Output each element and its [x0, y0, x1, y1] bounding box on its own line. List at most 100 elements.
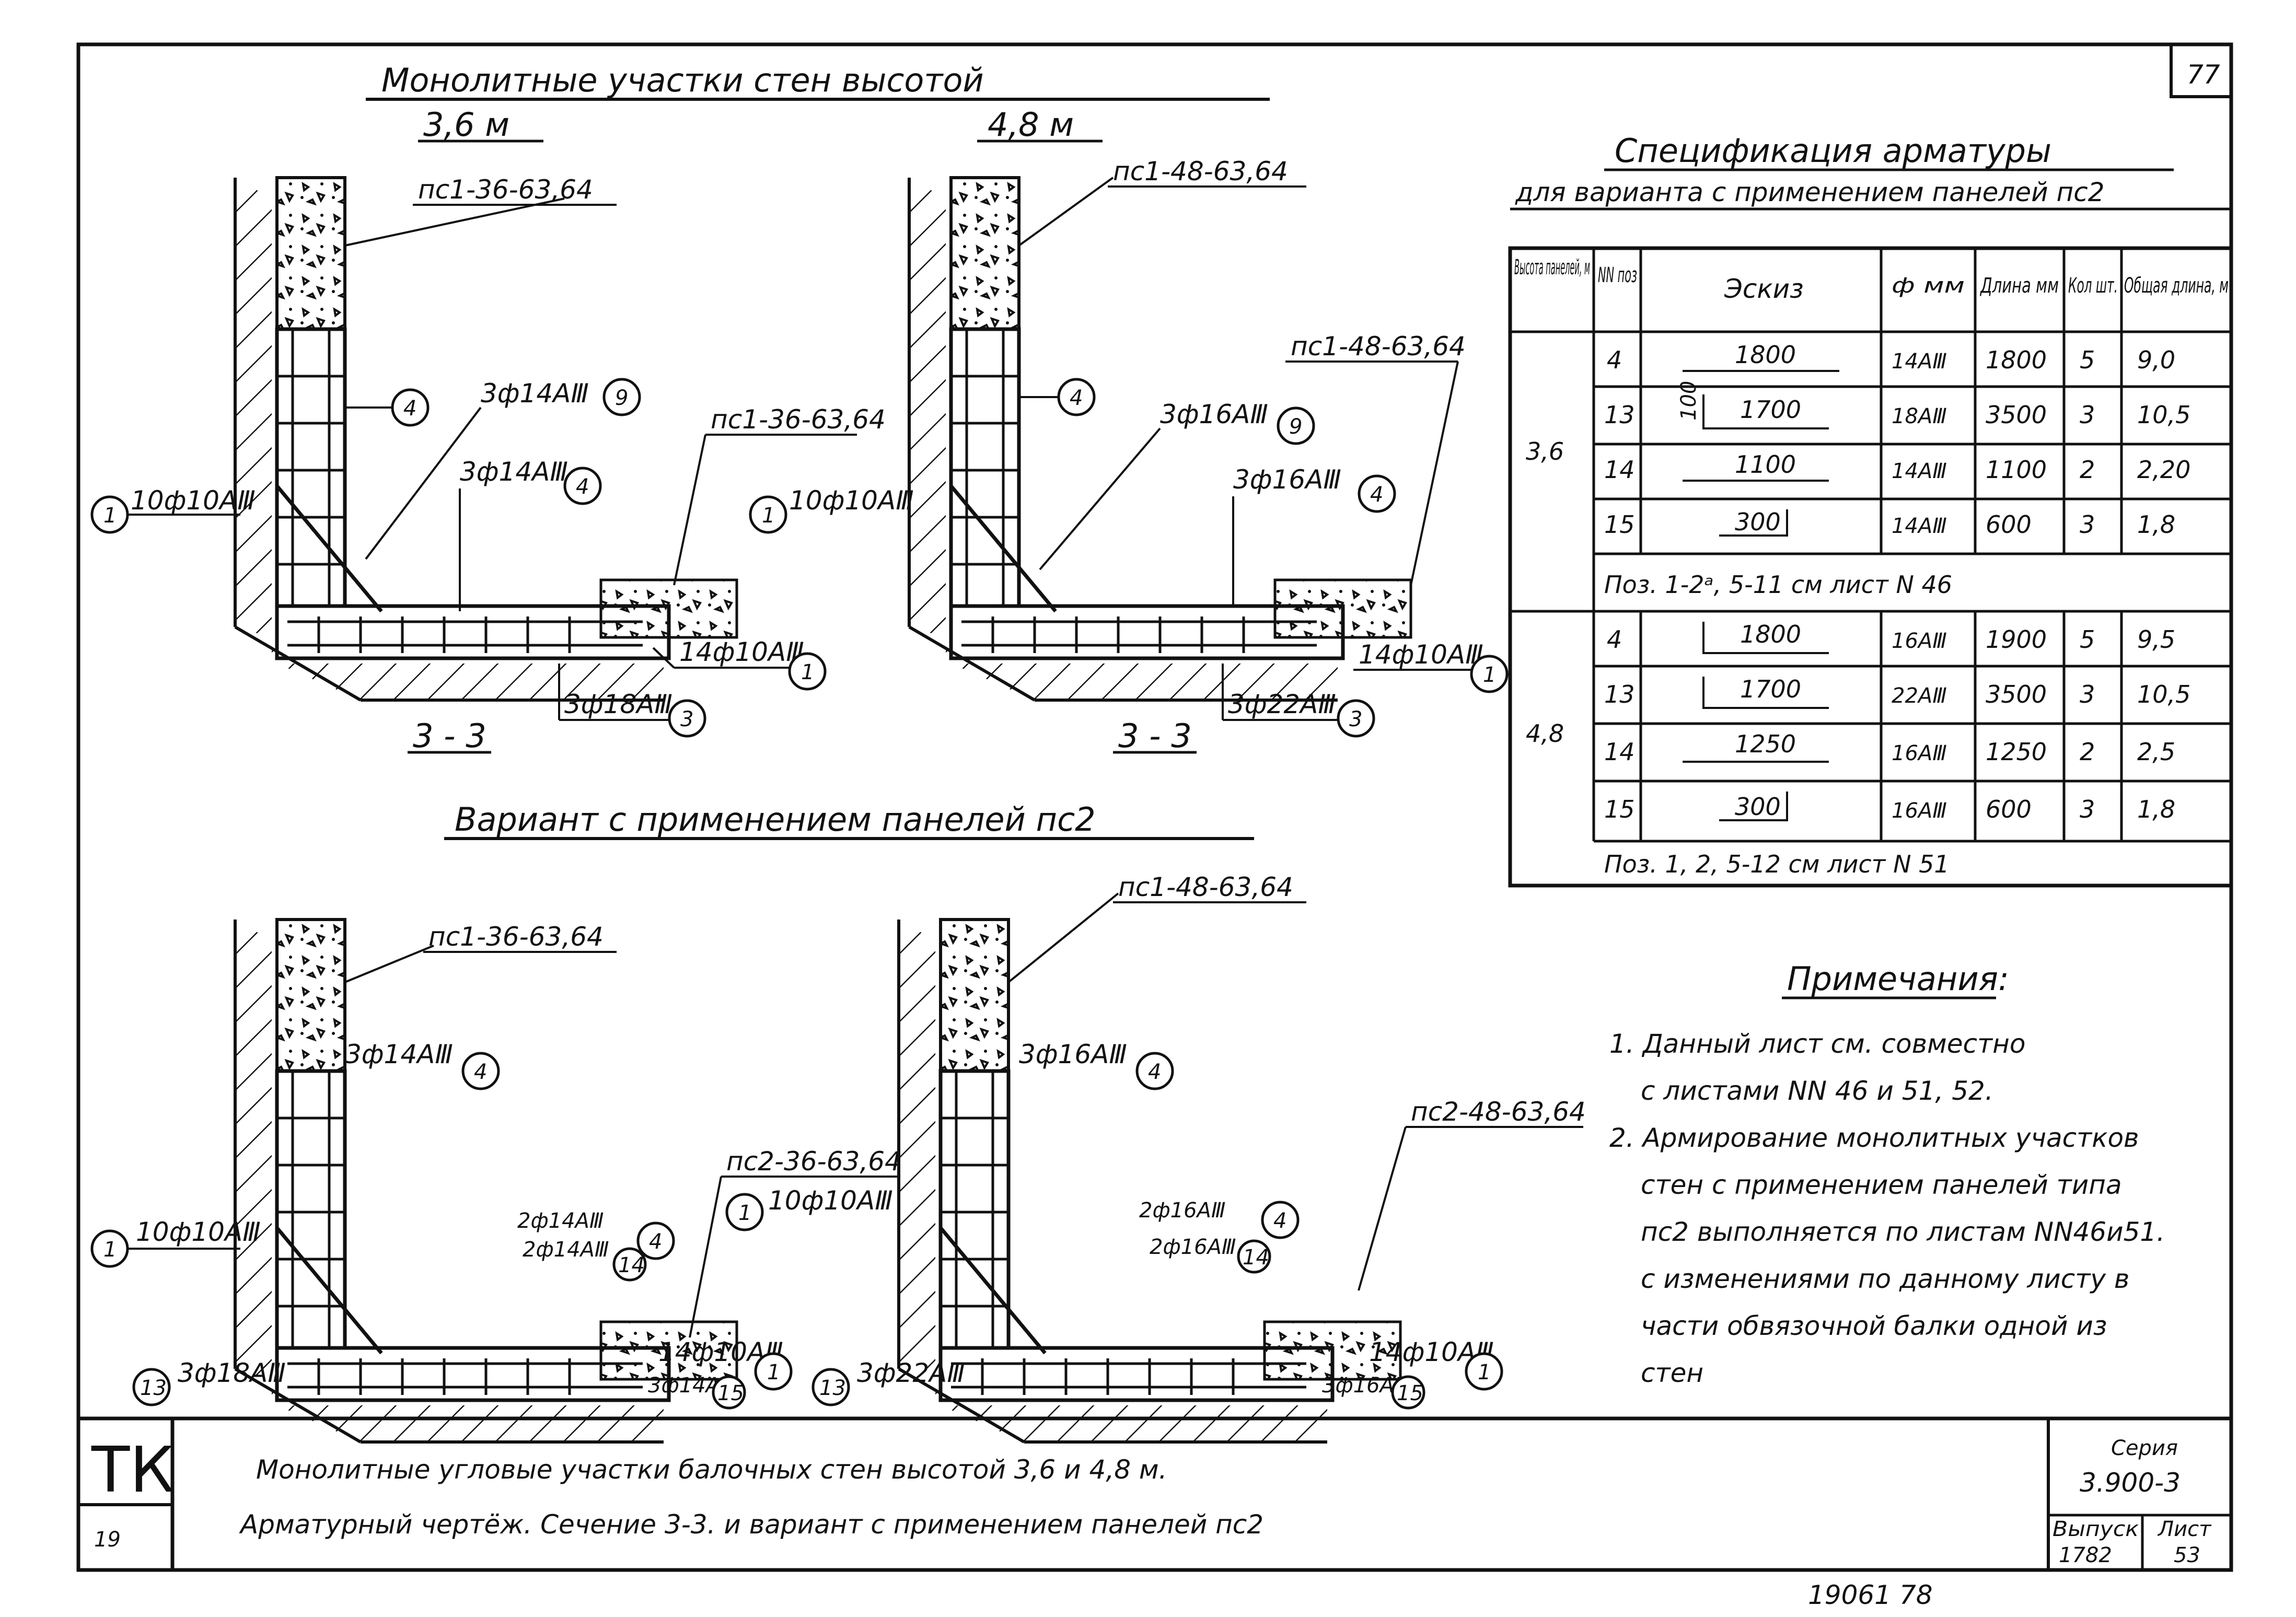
svg-text:4: 4	[1273, 1209, 1286, 1233]
spec-h-sketch: Эскиз	[1724, 274, 1804, 304]
svg-text:15: 15	[1604, 510, 1635, 539]
svg-text:1100: 1100	[1986, 456, 2047, 484]
svg-text:15: 15	[1604, 795, 1635, 823]
svg-text:9,0: 9,0	[2137, 346, 2175, 374]
variant-drawing-3-6: пс1-36-63,64 3ф14АⅢ 4 пс2-36-63,64 1 10ф…	[90, 920, 901, 1442]
d1-bar1-right: 10ф10АⅢ	[789, 485, 914, 516]
stamp-title-line2: Арматурный чертёж. Сечение 3-3. и вариан…	[239, 1509, 1263, 1540]
note-line: стен	[1641, 1358, 1703, 1388]
d2-bar4: 3ф16АⅢ	[1233, 464, 1341, 495]
stamp-sheet-label: Лист	[2157, 1517, 2212, 1541]
svg-text:3: 3	[680, 707, 693, 731]
d2-section-caption: 3 - 3	[1118, 717, 1192, 755]
spec-title: Спецификация арматуры	[1615, 132, 2051, 170]
svg-text:4: 4	[403, 397, 416, 421]
svg-text:2: 2	[2080, 456, 2095, 484]
d4-bar14: 2ф16АⅢ	[1150, 1235, 1236, 1259]
spec-b-row: 15 300 16АⅢ 600 3 1,8	[1604, 792, 2175, 823]
svg-text:4: 4	[649, 1230, 662, 1254]
spec-h-total: Общая длина, м	[2124, 274, 2229, 298]
d3-callout-4	[461, 1052, 500, 1090]
d1-callout-3	[668, 699, 706, 738]
d3-panel-label: пс1-36-63,64	[428, 922, 604, 952]
d1-bar4: 3ф14АⅢ	[460, 457, 568, 487]
d3-callout-4b	[636, 1222, 675, 1260]
footer-code: 19061 78	[1808, 1580, 1933, 1610]
stamp-series: 3.900-3	[2080, 1468, 2181, 1498]
d1-callout-4b	[563, 467, 602, 505]
top-sheet-box	[2170, 43, 2233, 98]
svg-text:4: 4	[1607, 346, 1622, 374]
svg-text:1: 1	[738, 1201, 751, 1225]
svg-text:16АⅢ: 16АⅢ	[1892, 741, 1947, 765]
svg-text:3: 3	[2080, 510, 2095, 539]
svg-text:1: 1	[1478, 1360, 1491, 1385]
svg-text:4: 4	[1148, 1060, 1161, 1084]
note-line: с листами NN 46 и 51, 52.	[1641, 1076, 1993, 1106]
d4-callout-13	[811, 1368, 850, 1406]
svg-text:1: 1	[801, 660, 814, 684]
svg-text:1,8: 1,8	[2137, 795, 2175, 823]
svg-text:4: 4	[1070, 386, 1083, 410]
stamp-issue: 1782	[2059, 1543, 2112, 1567]
svg-text:9: 9	[1289, 415, 1302, 439]
d1-callout-9	[602, 378, 641, 416]
svg-text:14: 14	[1604, 456, 1635, 484]
svg-text:14: 14	[1243, 1246, 1269, 1270]
notes-block: Примечания: 1. Данный лист см. совместно…	[1609, 960, 2165, 1388]
spec-subtitle: для варианта с применением панелей пс2	[1515, 177, 2105, 207]
d3-panel2-label: пс2-36-63,64	[726, 1146, 901, 1177]
d2-bar3: 3ф22АⅢ	[1228, 689, 1336, 719]
svg-text:15: 15	[1397, 1381, 1423, 1405]
d3-callout-1-right	[725, 1193, 764, 1231]
svg-text:14: 14	[1604, 738, 1635, 766]
d2-callout-3	[1337, 699, 1375, 738]
svg-text:18АⅢ: 18АⅢ	[1892, 404, 1947, 428]
section-drawing-3-6: пс1-36-63,64 4 3ф14АⅢ 9 3ф14АⅢ 4 пс1-36-…	[90, 175, 914, 755]
svg-text:14: 14	[618, 1253, 645, 1277]
svg-text:10,5: 10,5	[2137, 680, 2190, 708]
d2-callout-9	[1277, 406, 1315, 445]
d3-callout-14	[612, 1247, 647, 1282]
note-line: с изменениями по данному листу в	[1641, 1264, 2129, 1294]
svg-text:1800: 1800	[1986, 346, 2047, 374]
spec-h-height: Высота панелей, м	[1514, 255, 1590, 280]
svg-text:1800: 1800	[1740, 620, 1801, 648]
d1-bar1-left: 10ф10АⅢ	[131, 485, 256, 516]
stamp-title-line1: Монолитные угловые участки балочных стен…	[256, 1455, 1167, 1485]
d1-bar3: 3ф18АⅢ	[564, 689, 672, 719]
d4-bar4v: 3ф16АⅢ	[1019, 1039, 1127, 1069]
svg-text:600: 600	[1986, 795, 2032, 823]
svg-text:600: 600	[1986, 510, 2032, 539]
svg-text:13: 13	[819, 1376, 846, 1400]
svg-text:14АⅢ: 14АⅢ	[1892, 459, 1947, 483]
height-b: 4,8 м	[988, 106, 1074, 144]
spec-a-row: 4 1800 14АⅢ 1800 5 9,0	[1607, 341, 2175, 374]
svg-text:4: 4	[1607, 625, 1622, 654]
notes-title: Примечания:	[1787, 960, 2009, 998]
d4-callout-14	[1237, 1239, 1271, 1274]
spec-b-height: 4,8	[1526, 719, 1564, 748]
svg-text:3: 3	[1349, 707, 1362, 731]
d4-panel-label: пс1-48-63,64	[1118, 872, 1293, 902]
d2-bar1-bottom: 14ф10АⅢ	[1359, 639, 1483, 670]
svg-text:3500: 3500	[1986, 680, 2047, 708]
spec-h-qty: Кол шт.	[2068, 274, 2118, 298]
spec-table: Спецификация арматуры для варианта с при…	[1508, 132, 2233, 888]
svg-text:300: 300	[1735, 508, 1781, 536]
d2-bar9: 3ф16АⅢ	[1160, 399, 1268, 429]
spec-a-height: 3,6	[1526, 437, 1564, 466]
svg-text:4: 4	[474, 1060, 487, 1084]
d3-bar14: 2ф14АⅢ	[523, 1238, 609, 1262]
svg-text:3500: 3500	[1986, 401, 2047, 429]
d3-callout-1-bottom	[754, 1352, 793, 1391]
svg-text:4: 4	[1370, 483, 1383, 507]
spec-h-dia: ф мм	[1892, 274, 1965, 298]
svg-text:5: 5	[2080, 625, 2095, 654]
svg-text:10,5: 10,5	[2137, 401, 2190, 429]
d4-callout-4b	[1261, 1201, 1300, 1239]
note-line: части обвязочной балки одной из	[1641, 1311, 2107, 1341]
d2-callout-4b	[1358, 474, 1396, 513]
svg-text:14АⅢ: 14АⅢ	[1892, 514, 1947, 538]
spec-a-row: 14 1100 14АⅢ 1100 2 2,20	[1604, 450, 2190, 484]
